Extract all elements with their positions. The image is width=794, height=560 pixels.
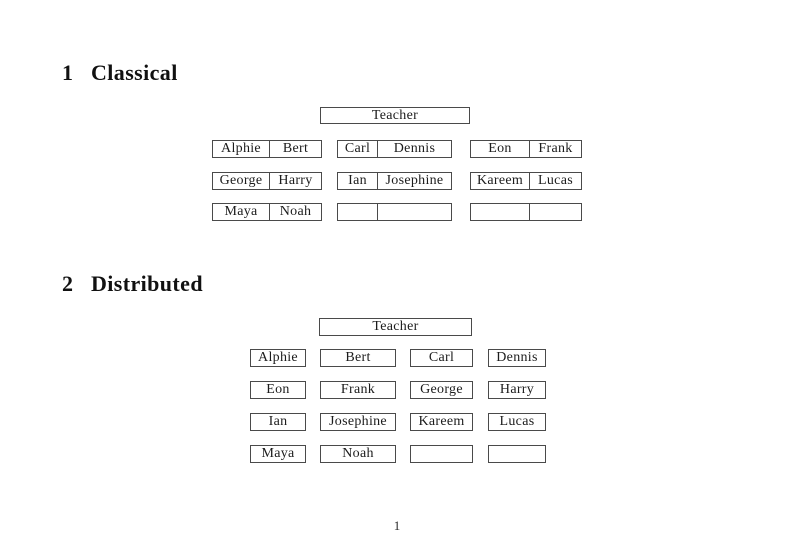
- desk-pair: Carl Dennis: [337, 140, 452, 158]
- desk-pair: Kareem Lucas: [470, 172, 582, 190]
- page-number: 1: [393, 518, 401, 533]
- desk-pair: Alphie Bert: [212, 140, 322, 158]
- desk-pair-empty: [470, 203, 582, 221]
- desk-seat: Carl: [338, 141, 378, 157]
- desk-single: Harry: [488, 381, 546, 399]
- section-title: Classical: [91, 60, 178, 85]
- desk-pair-empty: [337, 203, 452, 221]
- desk-seat-empty: [338, 204, 378, 220]
- desk-seat: Bert: [282, 141, 309, 156]
- teacher-box: Teacher: [320, 107, 470, 124]
- desk-seat: Kareem: [471, 173, 530, 189]
- desk-single: Lucas: [488, 413, 546, 431]
- desk-seat: Dennis: [393, 141, 436, 156]
- teacher-box: Teacher: [319, 318, 472, 336]
- desk-single-empty: [488, 445, 546, 463]
- desk-single: Josephine: [320, 413, 396, 431]
- desk-single: Kareem: [410, 413, 473, 431]
- desk-single: Noah: [320, 445, 396, 463]
- desk-seat-empty: [530, 204, 581, 220]
- desk-seat: George: [213, 173, 270, 189]
- section-number: 1: [62, 60, 74, 85]
- desk-seat: Maya: [213, 204, 270, 220]
- desk-seat: Josephine: [385, 173, 444, 188]
- desk-pair: George Harry: [212, 172, 322, 190]
- desk-seat: Eon: [471, 141, 530, 157]
- desk-single: George: [410, 381, 473, 399]
- teacher-label: Teacher: [372, 319, 419, 334]
- desk-pair: Ian Josephine: [337, 172, 452, 190]
- desk-pair: Eon Frank: [470, 140, 582, 158]
- section-heading-classical: 1 Classical: [62, 62, 178, 84]
- desk-seat-empty: [378, 204, 451, 220]
- desk-seat: Harry: [278, 173, 313, 188]
- teacher-label: Teacher: [371, 107, 419, 123]
- desk-single: Carl: [410, 349, 473, 367]
- desk-single: Eon: [250, 381, 306, 399]
- section-title: Distributed: [91, 271, 203, 296]
- section-number: 2: [62, 271, 74, 296]
- desk-single: Dennis: [488, 349, 546, 367]
- desk-seat: Ian: [338, 173, 378, 189]
- desk-single: Alphie: [250, 349, 306, 367]
- desk-seat-empty: [471, 204, 530, 220]
- desk-single: Ian: [250, 413, 306, 431]
- desk-single: Frank: [320, 381, 396, 399]
- desk-single: Maya: [250, 445, 306, 463]
- desk-pair: Maya Noah: [212, 203, 322, 221]
- desk-single: Bert: [320, 349, 396, 367]
- desk-seat: Lucas: [538, 173, 573, 188]
- desk-single-empty: [410, 445, 473, 463]
- desk-seat: Alphie: [213, 141, 270, 157]
- section-heading-distributed: 2 Distributed: [62, 273, 203, 295]
- desk-seat: Noah: [279, 204, 312, 219]
- desk-seat: Frank: [538, 141, 573, 156]
